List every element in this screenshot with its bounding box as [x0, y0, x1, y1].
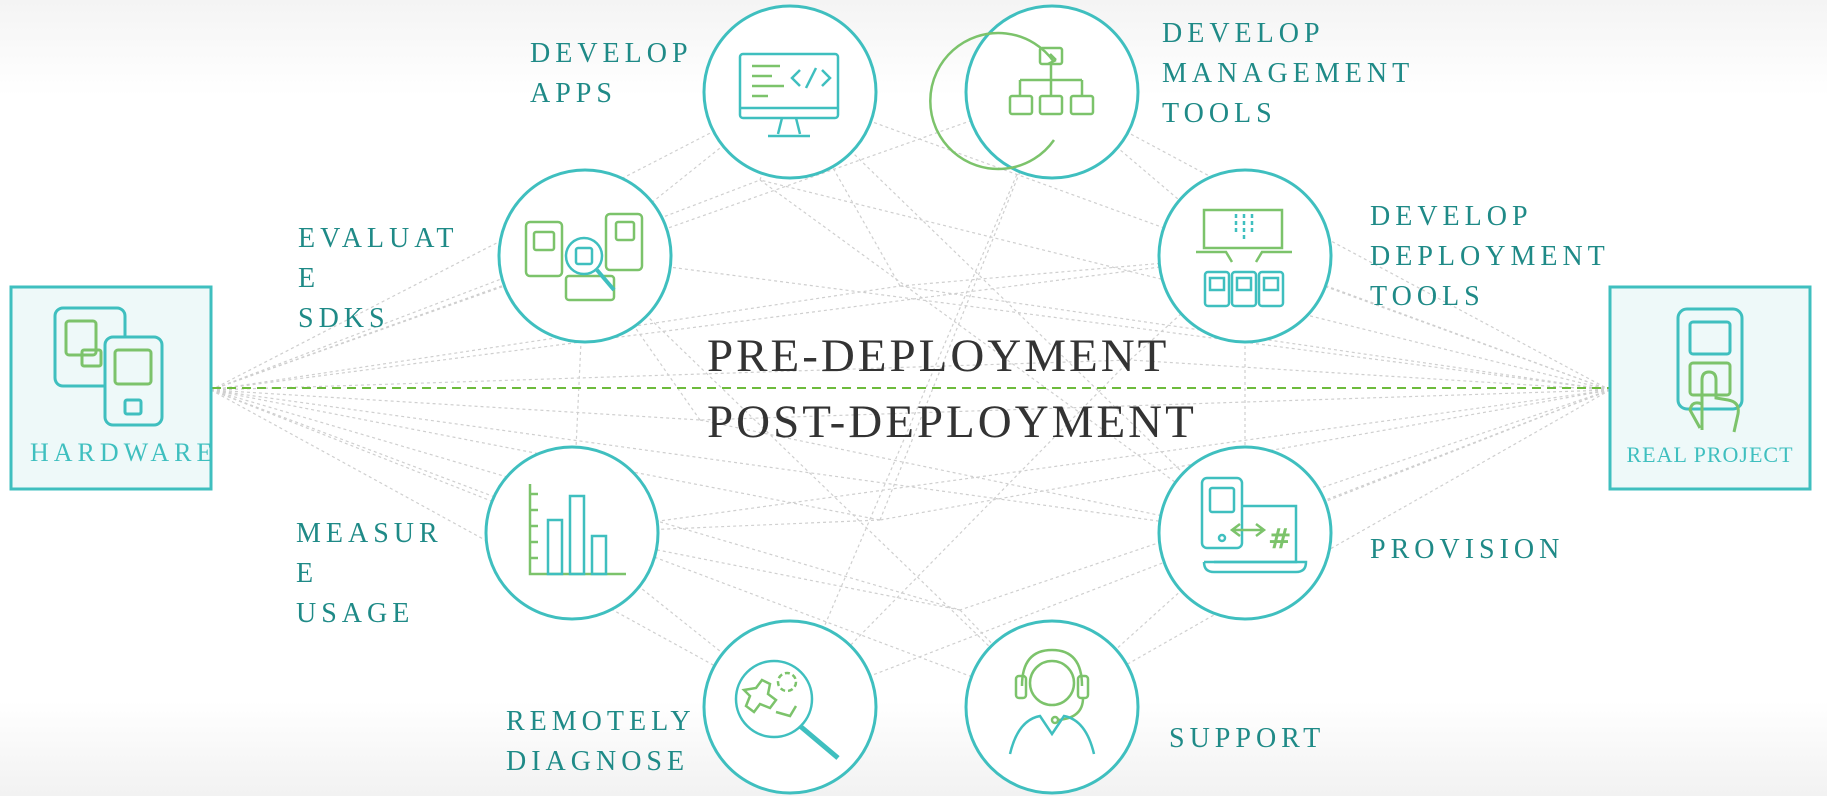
node-label-provision: PROVISION — [1370, 534, 1565, 565]
node-circle-develop-apps[interactable] — [702, 4, 878, 180]
pre-deployment-label: PRE-DEPLOYMENT — [707, 330, 1170, 382]
gear-magnifier-icon — [734, 659, 840, 760]
node-label-measure-usage: MEASUR E USAGE — [296, 518, 443, 629]
node-circle-remotely-diagnose[interactable] — [702, 619, 878, 795]
node-label-develop-deployment-tools: DEVELOP DEPLOYMENT TOOLS — [1370, 201, 1610, 312]
real-project-label: REAL PROJECT — [1626, 442, 1794, 467]
post-deployment-label: POST-DEPLOYMENT — [707, 396, 1197, 448]
monitor-code-icon — [738, 52, 840, 138]
node-circle-provision[interactable] — [1157, 445, 1333, 621]
mesh-line — [571, 389, 1611, 534]
hardware-boards-icon — [53, 306, 164, 427]
headset-agent-icon — [1008, 648, 1096, 755]
laptop-provision-icon: # — [1200, 476, 1308, 574]
node-circles — [484, 4, 1333, 795]
node-label-support: SUPPORT — [1169, 723, 1326, 754]
mesh-line — [210, 389, 573, 534]
node-label-develop-apps: DEVELOP APPS — [530, 38, 693, 109]
node-circle-support[interactable] — [964, 619, 1140, 795]
device-touch-icon — [1676, 307, 1744, 433]
mesh-line — [210, 179, 761, 391]
mesh-line — [699, 419, 1246, 534]
hierarchy-icon — [929, 31, 1095, 171]
mesh-line — [571, 532, 791, 708]
node-circle-develop-deployment-tools[interactable] — [1157, 168, 1333, 344]
mesh-line — [584, 255, 1053, 708]
mesh-line — [1129, 255, 1246, 361]
mesh-line — [210, 389, 701, 421]
mesh-line — [584, 255, 1611, 391]
deployment-icon — [1196, 208, 1292, 308]
mesh-line — [1129, 359, 1611, 391]
hardware-box[interactable] — [9, 285, 213, 491]
magnify-chip-icon — [524, 212, 644, 302]
mesh-line — [699, 389, 1611, 421]
hardware-label: HARDWARE — [30, 438, 218, 467]
node-label-evaluate-sdks: EVALUAT E SDKS — [298, 223, 459, 334]
bar-chart-icon — [528, 484, 626, 576]
mesh-line — [789, 91, 1246, 534]
mesh-line — [759, 179, 1246, 534]
mesh-line — [759, 179, 1611, 391]
real-project-box[interactable] — [1608, 285, 1812, 491]
svg-text:#: # — [1268, 522, 1291, 555]
node-circle-measure-usage[interactable] — [484, 445, 660, 621]
mesh-line — [789, 91, 901, 287]
mesh-line — [571, 255, 586, 534]
node-label-develop-management-tools: DEVELOP MANAGEMENT TOOLS — [1162, 18, 1415, 129]
node-label-remotely-diagnose: REMOTELY DIAGNOSE — [506, 706, 696, 777]
